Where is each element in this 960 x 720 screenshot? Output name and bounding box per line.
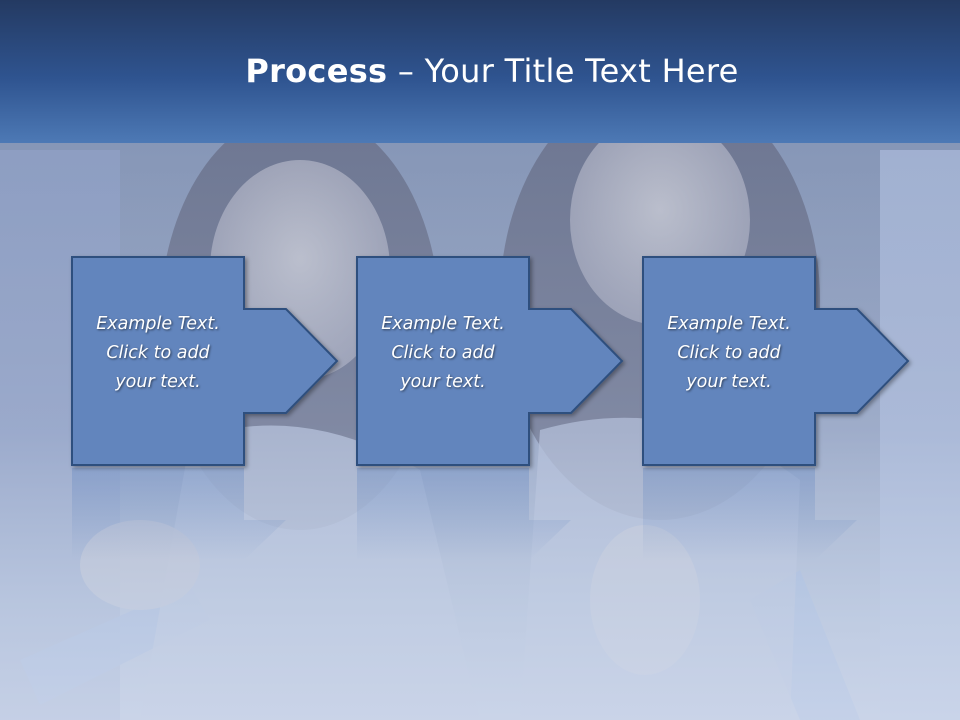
- step-line: Example Text.: [667, 314, 791, 334]
- process-step-reflection: [357, 468, 571, 560]
- process-step-3[interactable]: [642, 256, 910, 560]
- process-step-2[interactable]: [356, 256, 624, 560]
- title-bar: [0, 0, 960, 143]
- step-line: your text.: [686, 372, 772, 392]
- step-line: Click to add: [106, 343, 210, 363]
- process-step-box[interactable]: [356, 256, 624, 466]
- process-step-box[interactable]: [642, 256, 910, 466]
- step-line: Example Text.: [96, 314, 220, 334]
- title-bold: Process: [245, 52, 388, 90]
- title-rest: – Your Title Text Here: [387, 52, 739, 90]
- process-step-3-text[interactable]: Example Text. Click to add your text.: [643, 310, 815, 397]
- step-line: Click to add: [391, 343, 495, 363]
- step-line: Click to add: [677, 343, 781, 363]
- step-line: your text.: [400, 372, 486, 392]
- process-step-reflection: [72, 468, 286, 560]
- step-line: your text.: [115, 372, 201, 392]
- process-step-1-text[interactable]: Example Text. Click to add your text.: [72, 310, 244, 397]
- process-step-reflection: [643, 468, 857, 560]
- process-step-1[interactable]: [71, 256, 339, 560]
- process-step-box[interactable]: [71, 256, 339, 466]
- step-line: Example Text.: [381, 314, 505, 334]
- process-step-2-text[interactable]: Example Text. Click to add your text.: [357, 310, 529, 397]
- slide-title: Process – Your Title Text Here: [0, 52, 960, 90]
